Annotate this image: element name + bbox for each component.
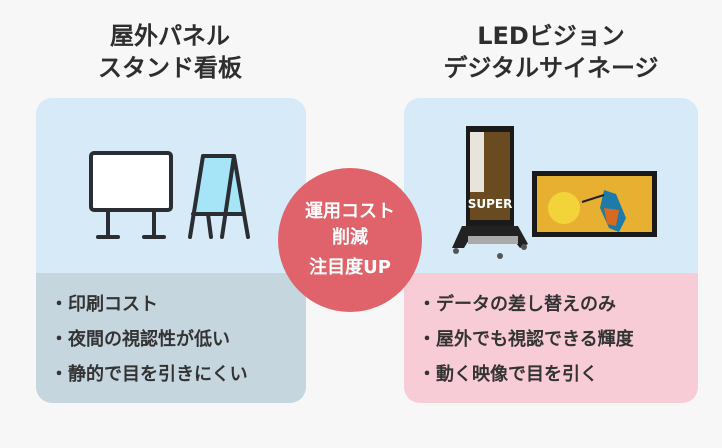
led-stand-image: SUPER xyxy=(452,126,528,259)
badge-line3: 注目度UP xyxy=(309,257,391,278)
left-point-1: ・印刷コスト xyxy=(50,294,158,315)
a-frame-sign-icon xyxy=(188,154,250,239)
badge-line2: 削減 xyxy=(332,227,368,248)
led-vision-card: SUPER ・データの差し替えのみ ・屋外でも視認できる輝度 ・動く映像で目を引… xyxy=(404,98,698,403)
panel-signboard-card: ・印刷コスト ・夜間の視認性が低い ・静的で目を引きにくい xyxy=(36,98,306,403)
benefit-badge: 運用コスト 削減 注目度UP xyxy=(278,168,422,312)
left-point-3: ・静的で目を引きにくい xyxy=(50,364,248,385)
badge-line1: 運用コスト xyxy=(305,201,395,222)
left-title-line1: 屋外パネル xyxy=(110,22,230,50)
panel-stand-icon xyxy=(89,151,173,239)
right-title-line2: デジタルサイネージ xyxy=(443,54,659,82)
right-point-3: ・動く映像で目を引く xyxy=(418,364,598,385)
svg-text:SUPER: SUPER xyxy=(468,197,513,211)
right-title: LEDビジョン デジタルサイネージ xyxy=(401,20,701,84)
left-title: 屋外パネル スタンド看板 xyxy=(20,20,320,84)
right-point-2: ・屋外でも視認できる輝度 xyxy=(418,329,634,350)
left-point-2: ・夜間の視認性が低い xyxy=(50,329,230,350)
right-point-1: ・データの差し替えのみ xyxy=(418,294,616,315)
left-title-line2: スタンド看板 xyxy=(98,54,242,82)
right-title-line1: LEDビジョン xyxy=(477,22,625,50)
led-display-image xyxy=(532,171,657,237)
